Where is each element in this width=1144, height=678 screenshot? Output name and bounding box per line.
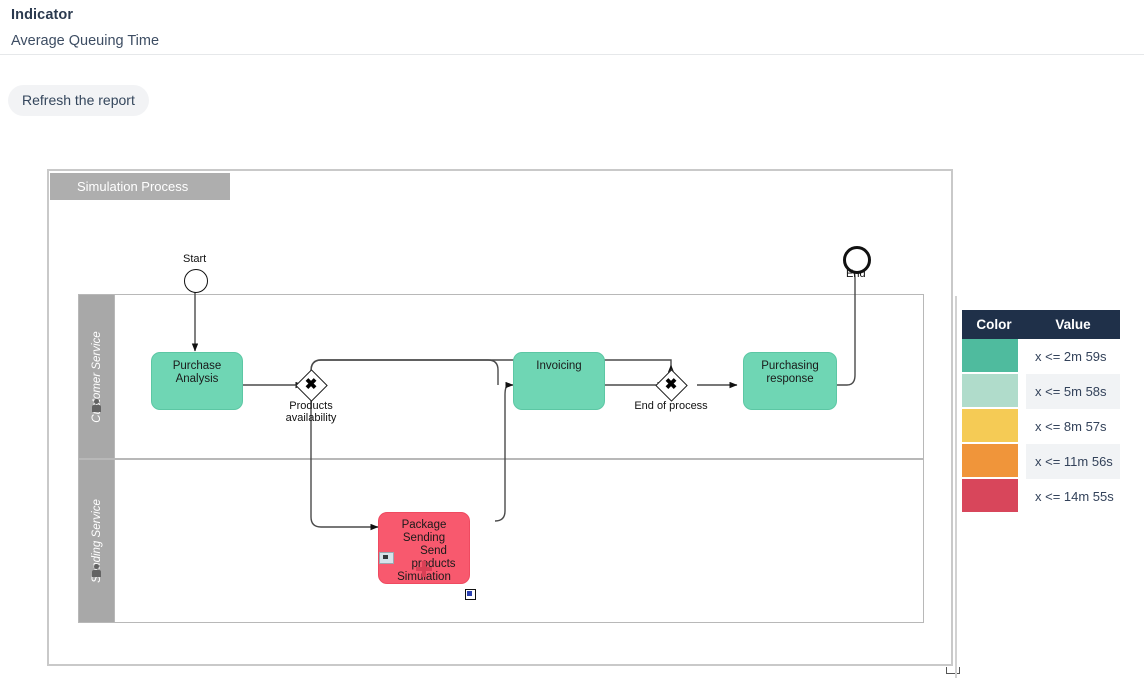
legend-divider [955, 296, 957, 678]
exclusive-gateway-icon: ✖ [664, 376, 678, 393]
canvas-resize-handle[interactable] [946, 667, 960, 674]
refresh-report-button[interactable]: Refresh the report [8, 85, 149, 116]
start-event-label: Start [183, 253, 207, 265]
legend-value: x <= 5m 58s [1026, 374, 1120, 409]
legend-swatch-cell [962, 409, 1026, 444]
color-swatch [962, 374, 1018, 409]
legend-swatch-cell [962, 339, 1026, 374]
message-icon [379, 552, 394, 564]
header-divider [0, 54, 1144, 55]
legend-value: x <= 8m 57s [1026, 409, 1120, 444]
color-swatch [962, 409, 1018, 444]
legend-col-color: Color [962, 310, 1026, 339]
expand-subprocess-icon[interactable] [416, 561, 432, 577]
subprocess-title-package-sending: Package Sending [401, 519, 447, 544]
subprocess-sub-label-2: Simulation [397, 571, 451, 583]
start-event[interactable] [184, 269, 208, 293]
legend-body: x <= 2m 59s x <= 5m 58s x <= 8m 57s x <=… [962, 339, 1120, 514]
person-icon [92, 564, 102, 577]
task-label-purchase-analysis: Purchase Analysis [172, 360, 222, 385]
lane-label-customer-service: Customer Service [79, 295, 115, 458]
gateway-label-line2: availability [285, 412, 337, 424]
lane-label-sending-service: Sending Service [79, 460, 115, 622]
person-icon [92, 399, 102, 412]
exclusive-gateway-icon: ✖ [304, 376, 318, 393]
legend-value: x <= 14m 55s [1026, 479, 1120, 514]
legend-row: x <= 11m 56s [962, 444, 1120, 479]
task-purchasing-response[interactable]: Purchasing response [743, 352, 837, 410]
subprocess-package-sending[interactable]: Package Sending Send products Simulation [378, 512, 470, 584]
gateway-label-products-availability: Products availability [286, 400, 337, 424]
task-purchase-analysis[interactable]: Purchase Analysis [151, 352, 243, 410]
end-event[interactable] [843, 246, 871, 274]
end-event-label: End [846, 268, 866, 280]
legend-value: x <= 11m 56s [1026, 444, 1120, 479]
legend-swatch-cell [962, 479, 1026, 514]
legend-col-value: Value [1026, 310, 1120, 339]
task-invoicing[interactable]: Invoicing [513, 352, 605, 410]
page-title: Indicator [11, 7, 74, 23]
gateway-label-line1: Products [289, 400, 333, 412]
legend-row: x <= 14m 55s [962, 479, 1120, 514]
gateway-label-end-of-process: End of process [634, 400, 708, 412]
gateway-end-of-process[interactable]: ✖ End of process [634, 369, 708, 412]
legend-header-row: Color Value [962, 310, 1120, 339]
bpmn-diagram-canvas[interactable]: Simulation Process Customer Service Send… [47, 169, 960, 674]
task-label-purchasing-response: Purchasing response [761, 360, 819, 385]
task-label-invoicing: Invoicing [536, 360, 582, 372]
legend-swatch-cell [962, 374, 1026, 409]
legend-row: x <= 2m 59s [962, 339, 1120, 374]
gateway-products-availability[interactable]: ✖ Products availability [286, 369, 336, 424]
lane-sending-service: Sending Service [78, 459, 924, 623]
legend-swatch-cell [962, 444, 1026, 479]
legend-table: Color Value x <= 2m 59s x <= 5m 58s x <=… [962, 310, 1120, 514]
indicator-name: Average Queuing Time [11, 33, 160, 49]
subprocess-sub-label-1: Send products [411, 545, 456, 570]
pool-header: Simulation Process [50, 173, 230, 200]
legend-row: x <= 8m 57s [962, 409, 1120, 444]
legend-value: x <= 2m 59s [1026, 339, 1120, 374]
legend-row: x <= 5m 58s [962, 374, 1120, 409]
compensation-marker-icon [465, 589, 476, 600]
color-swatch [962, 479, 1018, 514]
color-swatch [962, 444, 1018, 479]
color-swatch [962, 339, 1018, 374]
